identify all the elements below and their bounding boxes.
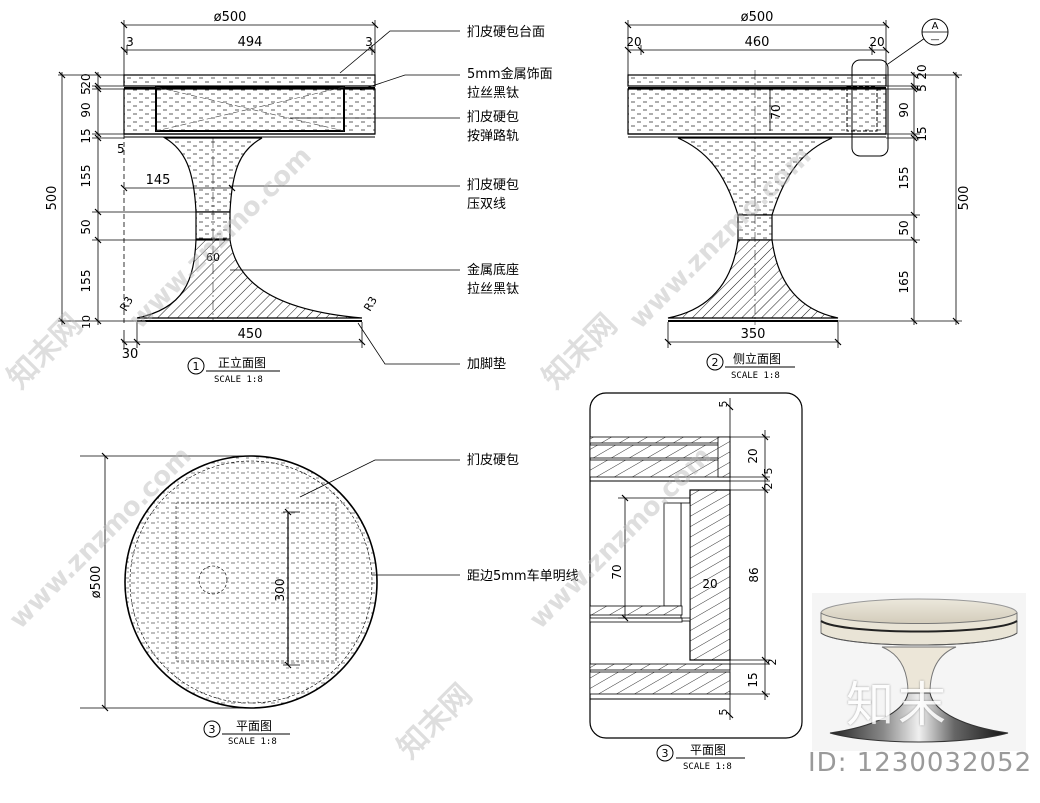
detail-label-number: 3 <box>662 747 669 760</box>
side-dim-h15: 15 <box>915 126 929 141</box>
side-detail-frame <box>851 59 889 157</box>
plan-label-circle <box>203 720 221 738</box>
detail-marker-sub: — <box>931 35 940 45</box>
front-dim-total-height: 500 <box>45 186 60 211</box>
detail-label-scale: SCALE 1:8 <box>683 762 732 772</box>
side-elevation: A — ø500 460 20 <box>624 10 972 381</box>
image-id-label: ID: 1230032052 <box>808 748 1033 778</box>
detail-label-circle <box>656 744 674 762</box>
side-dim-base-width: 350 <box>741 327 766 342</box>
detail-dim-d20b: 20 <box>702 577 717 591</box>
front-label-title: 正立面图 <box>218 355 266 370</box>
detail-section: 5 20 2 5 70 86 20 2 15 5 3 平面图 SCALE 1:8 <box>589 392 803 772</box>
side-dim-inner-width: 460 <box>745 35 770 50</box>
detail-dim-bottom5: 5 <box>717 709 730 716</box>
front-label-scale: SCALE 1:8 <box>214 375 263 385</box>
detail-dim-top5: 5 <box>717 401 730 408</box>
front-dim-h15: 15 <box>79 128 93 143</box>
side-apron <box>627 88 887 135</box>
front-tabletop <box>123 74 376 87</box>
detail-dim-d70: 70 <box>610 564 624 579</box>
front-dim-base-width: 450 <box>238 327 263 342</box>
detail-dim-d15: 15 <box>746 672 760 687</box>
front-label-circle <box>187 357 205 375</box>
front-dim-edge-left: 3 <box>126 35 134 49</box>
front-dim-radius-left: R3 <box>117 294 136 313</box>
side-dim-drawer: 70 <box>769 104 783 119</box>
side-dim-h5: 5 <box>915 84 929 92</box>
callout-plan-stitch: 距边5mm车单明线 <box>467 568 579 584</box>
side-label-circle <box>706 353 724 371</box>
front-dim-radius-right: R3 <box>361 294 380 313</box>
front-dim-h5: 5 <box>79 87 93 95</box>
watermark-brand-2: 知末网 <box>536 307 624 395</box>
front-label-number: 1 <box>193 360 200 373</box>
plan-label-scale: SCALE 1:8 <box>228 737 277 747</box>
detail-label-title: 平面图 <box>690 743 726 757</box>
watermark-brand-3: 知末网 <box>391 677 479 765</box>
callout-metal-trim: 5mm金属饰面 <box>467 66 553 82</box>
front-dim-h10: 10 <box>80 315 93 329</box>
front-apron <box>123 88 376 135</box>
front-dim-h90: 90 <box>79 102 93 117</box>
detail-marker-letter: A <box>932 21 939 32</box>
side-dim-h90: 90 <box>897 102 911 117</box>
detail-drawer-front <box>689 489 731 661</box>
plan-view: ø500 300 扪皮硬包 距边5mm车单明线 3 平面图 SCALE 1:8 <box>80 452 579 747</box>
front-dim-h20: 20 <box>79 73 93 88</box>
product-photo <box>812 593 1026 751</box>
side-label-scale: SCALE 1:8 <box>731 371 780 381</box>
front-elevation: ø500 494 3 3 500 20 5 90 15 155 50 155 1… <box>45 10 553 385</box>
side-dim-h155: 155 <box>897 167 911 190</box>
callout-metal-trim-finish: 拉丝黑钛 <box>467 86 519 101</box>
callout-drawer-rail: 按弹路轨 <box>467 128 519 144</box>
callout-pedestal-leather: 扪皮硬包 <box>467 178 519 193</box>
callout-metal-base-finish: 拉丝黑钛 <box>467 282 519 297</box>
side-label-title: 侧立面图 <box>733 351 781 366</box>
front-dim-dia60: 60 <box>206 251 220 264</box>
detail-dim-d20: 20 <box>746 448 760 463</box>
watermark-brand-1: 知末网 <box>1 307 89 395</box>
callout-double-stitch: 压双线 <box>467 197 506 212</box>
detail-dim-d86: 86 <box>747 567 761 582</box>
callout-foot-pad: 加脚垫 <box>467 356 506 372</box>
callout-metal-base: 金属底座 <box>467 262 519 278</box>
front-dim-offset5: 5 <box>117 142 125 156</box>
front-dim-top-diameter: ø500 <box>214 10 247 25</box>
side-dim-top-diameter: ø500 <box>741 10 774 25</box>
plan-dim-diameter: ø500 <box>89 566 104 599</box>
front-dim-edge-right: 3 <box>365 35 373 49</box>
front-dim-h155b: 155 <box>79 270 93 293</box>
plan-dim-inner: 300 <box>273 579 287 602</box>
callout-top-leather: 扪皮硬包台面 <box>467 25 545 40</box>
detail-dim-d2b: 2 <box>766 659 779 666</box>
front-dim-foot-offset: 30 <box>122 347 139 362</box>
watermark-brand-photo: 知末 <box>846 677 951 733</box>
side-dim-h50: 50 <box>897 220 911 235</box>
product-photo-drawing <box>812 593 1026 751</box>
side-dim-h165: 165 <box>897 271 911 294</box>
side-label-number: 2 <box>712 356 719 369</box>
callout-plan-leather: 扪皮硬包 <box>467 453 519 468</box>
front-dim-inner-width: 494 <box>238 35 263 50</box>
front-dim-h50: 50 <box>79 219 93 234</box>
detail-dim-d5: 5 <box>762 468 775 475</box>
callout-drawer-leather: 扪皮硬包 <box>467 110 519 125</box>
side-dim-total-height: 500 <box>957 186 972 211</box>
side-tabletop <box>627 74 887 87</box>
plan-label-title: 平面图 <box>236 719 272 733</box>
front-metal-base <box>136 239 363 319</box>
front-drawer <box>155 86 345 132</box>
side-dim-edge-left: 20 <box>626 35 641 49</box>
front-dim-reach145: 145 <box>146 173 171 188</box>
detail-dim-d2: 2 <box>762 483 775 490</box>
side-dim-h20: 20 <box>915 64 929 79</box>
side-dim-edge-right: 20 <box>869 35 884 49</box>
plan-label-number: 3 <box>209 723 216 736</box>
side-metal-base <box>667 239 839 319</box>
front-dim-h155a: 155 <box>79 165 93 188</box>
